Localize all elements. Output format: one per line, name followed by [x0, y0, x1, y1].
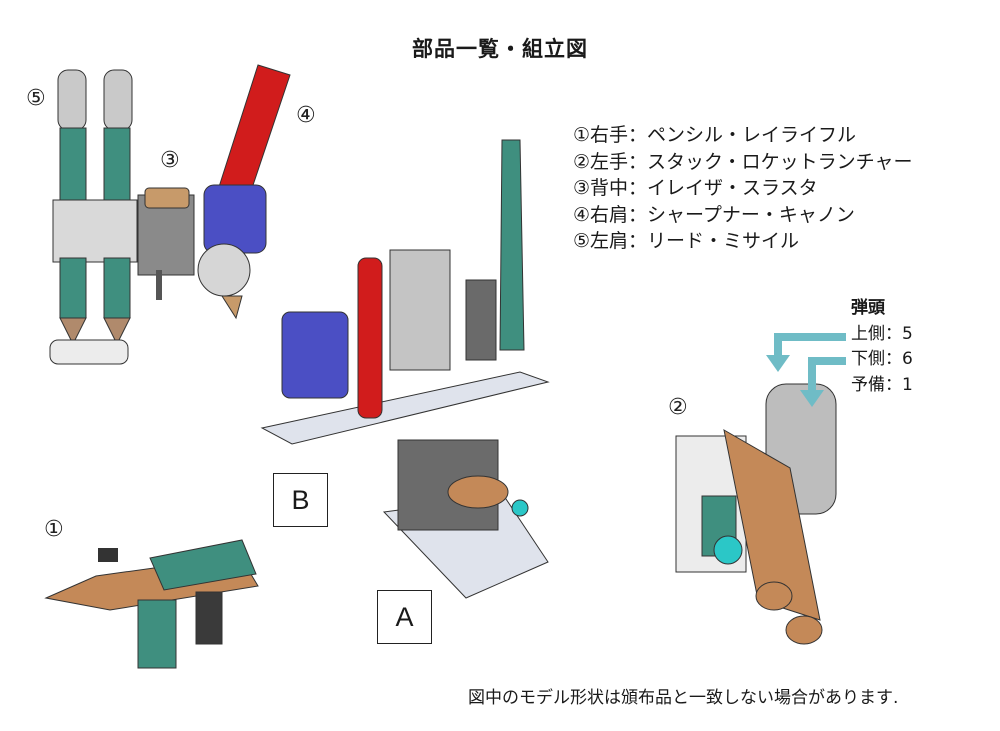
runner-label-b: B [273, 473, 328, 527]
legend-item: ③背中：イレイザ・スラスタ [573, 177, 818, 199]
runner-b [260, 139, 550, 445]
legend-item: ④右肩：シャープナー・キャノン [573, 203, 855, 226]
sharpener-cannon-part [197, 64, 291, 320]
legend-item: ①右手：ペンシル・レイライフル [573, 124, 857, 146]
legend-item: ②左手：スタック・ロケットランチャー [573, 150, 913, 173]
runner-a [382, 439, 549, 599]
parts-legend: ①右手：ペンシル・レイライフル ②左手：スタック・ロケットランチャー ③背中：イ… [573, 122, 912, 255]
part-number-1: ① [44, 517, 64, 542]
part-number-3: ③ [160, 148, 180, 173]
warhead-arrows [774, 333, 846, 392]
warhead-count: 弾頭 上側：5 下側：6 予備：1 [851, 296, 913, 398]
runner-label-a: A [377, 590, 432, 644]
stack-rocket-launcher-part [675, 383, 837, 645]
part-number-4: ④ [296, 103, 316, 128]
pencil-ray-rifle-part [44, 539, 259, 669]
disclaimer-note: 図中のモデル形状は頒布品と一致しない場合があります. [468, 688, 899, 708]
warhead-row: 上側：5 [851, 323, 913, 344]
part-number-5: ⑤ [26, 86, 46, 111]
eraser-thruster-part [137, 187, 195, 300]
warhead-row: 予備：1 [851, 374, 913, 395]
lead-missile-part [49, 69, 138, 365]
part-number-2: ② [668, 395, 688, 420]
page-title: 部品一覧・組立図 [412, 37, 588, 61]
warhead-row: 下側：6 [851, 349, 913, 369]
warhead-heading: 弾頭 [851, 298, 885, 318]
legend-item: ⑤左肩：リード・ミサイル [573, 230, 800, 252]
